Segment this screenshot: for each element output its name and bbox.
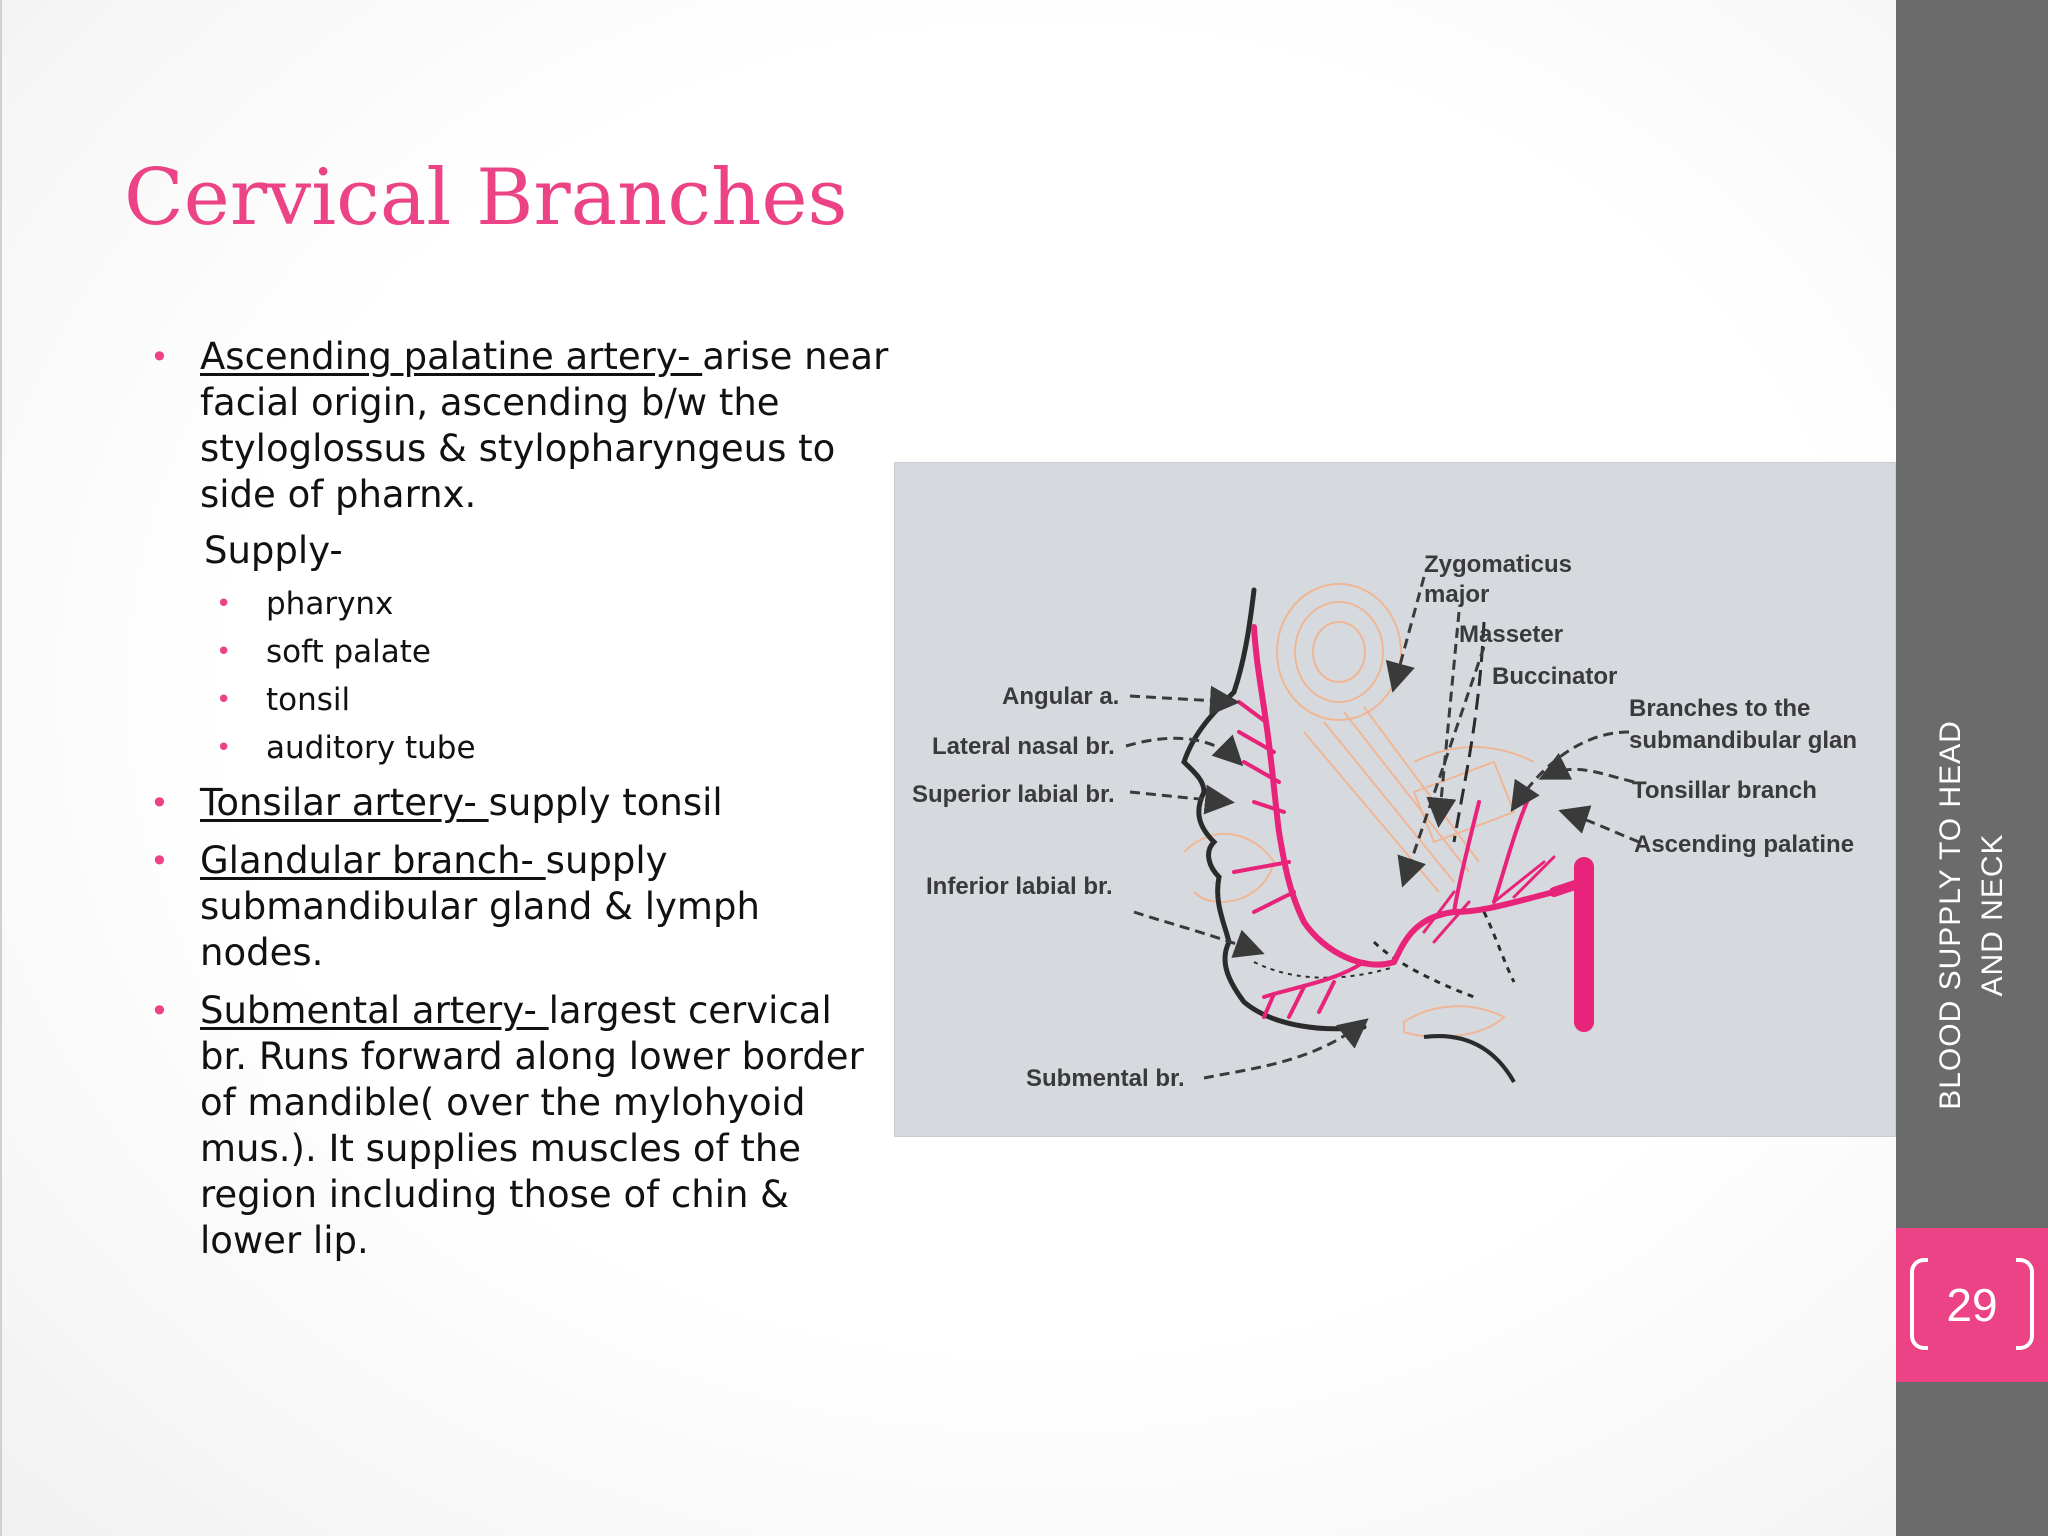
term-tonsilar: Tonsilar artery- bbox=[200, 781, 489, 824]
sub-item-label: pharynx bbox=[266, 586, 394, 622]
sub-item-label: soft palate bbox=[266, 634, 432, 670]
supply-label: Supply- bbox=[204, 529, 343, 572]
label-angular: Angular a. bbox=[1002, 683, 1119, 710]
sidebar-label: BLOOD SUPPLY TO HEAD AND NECK bbox=[1934, 720, 2009, 1110]
desc-submental: largest cervical br. Runs forward along … bbox=[200, 989, 864, 1262]
list-item-submental: • Submental artery- largest cervical br.… bbox=[150, 988, 890, 1264]
label-lateral-nasal: Lateral nasal br. bbox=[932, 733, 1115, 760]
bullet-icon: • bbox=[216, 589, 232, 619]
facial-artery bbox=[1232, 624, 1557, 1019]
bullet-list: • Ascending palatine artery- arise near … bbox=[150, 334, 890, 1276]
sub-item-tonsil: • tonsil bbox=[150, 676, 890, 724]
sub-item-label: auditory tube bbox=[266, 730, 476, 766]
bullet-icon: • bbox=[150, 842, 169, 880]
bullet-icon: • bbox=[150, 784, 169, 822]
sub-item-soft-palate: • soft palate bbox=[150, 628, 890, 676]
desc-glandular: supply submandibular gland & lymph nodes… bbox=[200, 839, 760, 974]
label-masseter: Masseter bbox=[1459, 621, 1563, 648]
bullet-icon: • bbox=[216, 733, 232, 763]
page-number: 29 bbox=[1946, 1279, 1998, 1331]
label-inferior-labial: Inferior labial br. bbox=[926, 873, 1113, 900]
brace-right-icon bbox=[2016, 1258, 2034, 1350]
label-branches-submandibular-1: Branches to the bbox=[1629, 695, 1810, 722]
sub-item-auditory-tube: • auditory tube bbox=[150, 724, 890, 772]
sub-item-pharynx: • pharynx bbox=[150, 580, 890, 628]
label-branches-submandibular-2: submandibular glan bbox=[1629, 727, 1857, 754]
label-buccinator: Buccinator bbox=[1492, 663, 1617, 690]
term-glandular: Glandular branch- bbox=[200, 839, 546, 882]
label-submental: Submental br. bbox=[1026, 1065, 1185, 1092]
slide-title: Cervical Branches bbox=[124, 153, 848, 243]
label-zygomaticus-2: major bbox=[1424, 581, 1489, 608]
label-superior-labial: Superior labial br. bbox=[912, 781, 1115, 808]
term-ascending-palatine: Ascending palatine artery- bbox=[200, 335, 703, 378]
label-leaders bbox=[1125, 576, 1640, 1080]
term-submental: Submental artery- bbox=[200, 989, 549, 1032]
bullet-icon: • bbox=[150, 992, 169, 1030]
bullet-icon: • bbox=[150, 338, 169, 376]
desc-ascending-palatine: arise near facial origin, ascending b/w … bbox=[200, 335, 889, 516]
bullet-icon: • bbox=[216, 685, 232, 715]
list-item-tonsilar: • Tonsilar artery- supply tonsil bbox=[150, 780, 890, 826]
anatomy-figure: Zygomaticus major Masseter Buccinator Br… bbox=[894, 462, 1896, 1137]
page-number-badge: 29 bbox=[1896, 1228, 2048, 1382]
desc-tonsilar: supply tonsil bbox=[488, 781, 723, 824]
facial-artery-diagram: Zygomaticus major Masseter Buccinator Br… bbox=[894, 462, 1896, 1137]
list-item-ascending-palatine: • Ascending palatine artery- arise near … bbox=[150, 334, 890, 518]
figure-photo-background bbox=[894, 462, 1896, 1137]
sub-item-label: tonsil bbox=[266, 682, 351, 718]
label-tonsillar-branch: Tonsillar branch bbox=[1632, 777, 1817, 804]
bullet-icon: • bbox=[216, 637, 232, 667]
list-item-glandular: • Glandular branch- supply submandibular… bbox=[150, 838, 890, 976]
sidebar-label-box: BLOOD SUPPLY TO HEAD AND NECK bbox=[1896, 703, 2048, 1127]
brace-left-icon bbox=[1910, 1258, 1928, 1350]
label-ascending-palatine: Ascending palatine bbox=[1634, 831, 1854, 858]
label-zygomaticus-1: Zygomaticus bbox=[1424, 551, 1572, 578]
